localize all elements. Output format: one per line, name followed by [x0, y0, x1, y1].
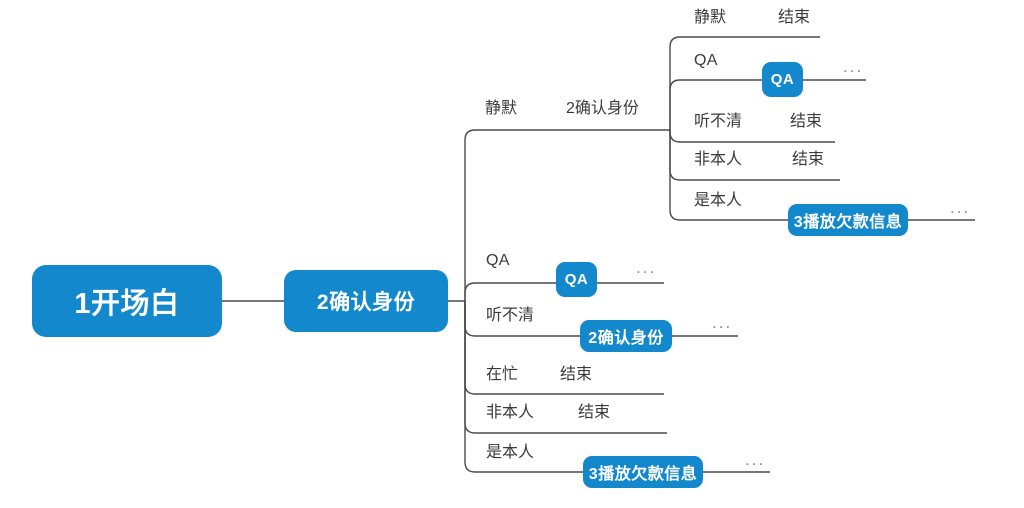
edge-label-l1-busy-target: 结束 [560, 366, 593, 383]
edge-label-l1-silence-condition: 静默 [485, 100, 518, 117]
ellipsis-l2-qa: ... [843, 57, 864, 76]
edge-label-l2-notperson-target: 结束 [792, 151, 825, 168]
edge-label-l1-busy-condition: 在忙 [486, 366, 519, 383]
edge-label-l1-notperson-condition: 非本人 [486, 404, 535, 421]
edge-label-l1-unclear-condition: 听不清 [486, 307, 535, 324]
edge-label-l2-silence-condition: 静默 [694, 9, 727, 26]
edge-label-l1-isperson-condition: 是本人 [486, 444, 535, 461]
node-qa-badge-top[interactable]: QA [762, 62, 803, 97]
edge-label-l1-silence-target: 2确认身份 [566, 100, 639, 117]
node-confirm-identity-mid[interactable]: 2确认身份 [580, 320, 672, 352]
node-play-debt-info-bottom[interactable]: 3播放欠款信息 [583, 456, 703, 488]
node-confirm-identity-main[interactable]: 2确认身份 [284, 270, 448, 332]
edge-label-l1-qa-condition: QA [486, 252, 510, 269]
edge-label-l2-qa-condition: QA [694, 52, 718, 69]
edge-label-l2-silence-target: 结束 [778, 9, 811, 26]
node-root-opening[interactable]: 1开场白 [32, 265, 222, 337]
edge-label-l2-notperson-condition: 非本人 [694, 151, 743, 168]
ellipsis-l2-isperson: ... [950, 198, 971, 217]
edge-label-l2-unclear-target: 结束 [790, 113, 823, 130]
edge-label-l2-unclear-condition: 听不清 [694, 113, 743, 130]
edge-label-l1-notperson-target: 结束 [578, 404, 611, 421]
ellipsis-l1-qa: ... [636, 258, 657, 277]
edge-label-l2-isperson-condition: 是本人 [694, 192, 743, 209]
node-qa-badge-mid[interactable]: QA [556, 262, 597, 297]
ellipsis-l1-unclear: ... [712, 313, 733, 332]
node-play-debt-info-top[interactable]: 3播放欠款信息 [788, 204, 908, 236]
ellipsis-l1-isperson: ... [745, 450, 766, 469]
